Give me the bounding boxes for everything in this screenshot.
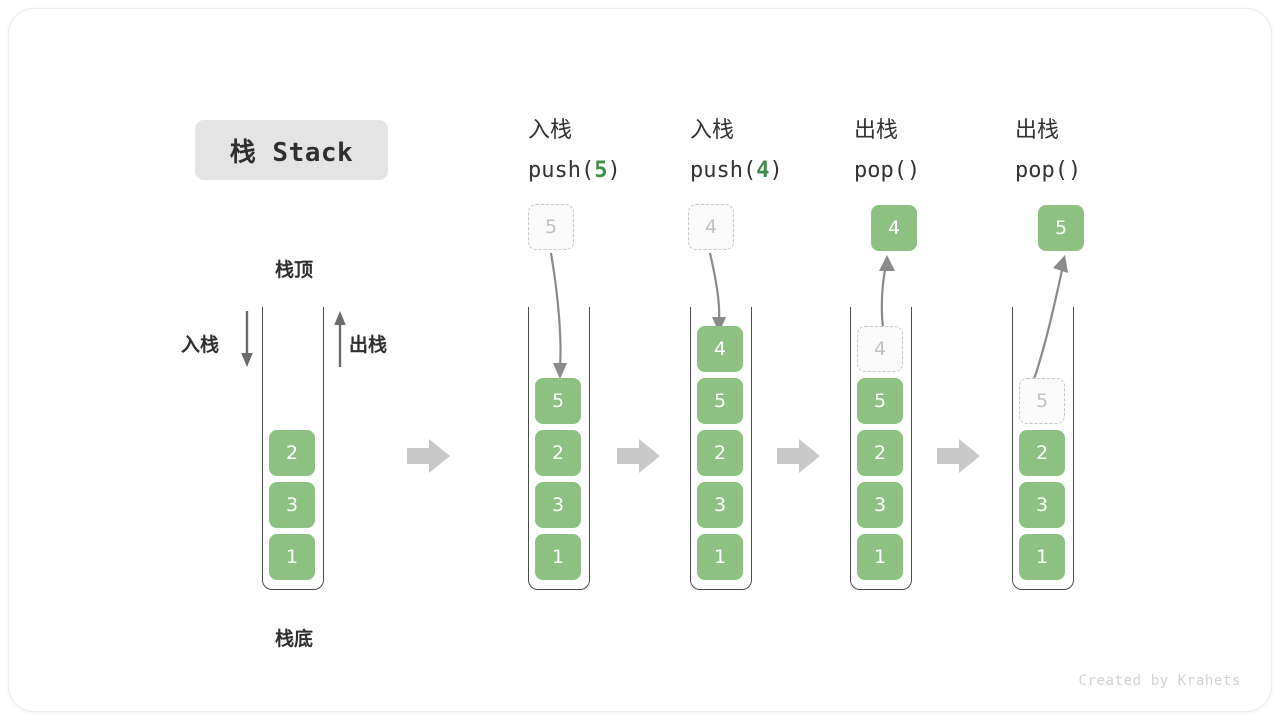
column-head-line2: pop() [1015,151,1081,191]
column-head-line2: push(4) [690,151,783,191]
stack-cell: 5 [535,378,581,424]
floating-cell-ghost: 4 [688,204,734,250]
stack-cell: 4 [697,326,743,372]
stack-cell: 5 [697,378,743,424]
stack-cell: 3 [269,482,315,528]
stack-cells-push-5: 5 2 3 1 [535,378,581,580]
stack-cells-pop-2: 5 2 3 1 [1019,378,1065,580]
stack-cell-ghost: 4 [857,326,903,372]
stack-cell: 1 [535,534,581,580]
stack-cell: 2 [535,430,581,476]
column-head-suffix: ) [607,158,621,183]
stack-cells-pop-1: 4 5 2 3 1 [857,326,903,580]
push-down-arrow-icon [241,311,253,367]
floating-cell-popped: 4 [871,205,917,251]
column-head-line1: 出栈 [854,118,899,143]
diagram-title-label: 栈 Stack [229,137,354,168]
pop-up-arrow-icon [334,311,346,367]
column-head-suffix: ) [769,158,783,183]
push-curve-arrow-icon [549,252,567,379]
pop-curve-arrow-icon [1031,255,1068,383]
stack-cell: 2 [1019,430,1065,476]
column-head-accent: 4 [756,158,770,183]
column-head-line1: 入栈 [690,118,735,143]
stack-cell: 1 [857,534,903,580]
diagram-title-chip: 栈 Stack [195,120,388,180]
flow-arrow-icon [777,439,820,473]
flow-arrow-icon [407,439,450,473]
stack-cell: 2 [857,430,903,476]
stack-cells-initial: 2 3 1 [269,430,315,580]
column-head-prefix: push( [690,158,757,183]
stack-cell: 3 [1019,482,1065,528]
column-head-suffix: ) [1067,158,1082,183]
pop-legend-label: 出栈 [349,334,388,356]
column-head-line1: 出栈 [1015,118,1060,143]
column-head-line1: 入栈 [528,118,573,143]
stack-cell: 2 [269,430,315,476]
stack-cell-ghost: 5 [1019,378,1065,424]
stack-cell: 3 [697,482,743,528]
floating-cell-popped: 5 [1038,205,1084,251]
column-head-suffix: ) [906,158,921,183]
stack-cell: 1 [697,534,743,580]
floating-cell-ghost: 5 [528,204,574,250]
stack-container-pop-2 [1012,307,1074,590]
stack-cells-push-4: 4 5 2 3 1 [697,326,743,580]
stack-cell: 1 [1019,534,1065,580]
stack-container-initial [262,307,324,590]
column-head-line2: push(5) [528,151,621,191]
column-head-line2: pop() [854,151,920,191]
flow-arrow-icon [617,439,660,473]
column-head-prefix: pop( [854,158,907,183]
push-legend-label: 入栈 [181,334,220,356]
stack-cell: 5 [857,378,903,424]
stack-container-pop-1 [850,307,912,590]
stack-container-push-4 [690,307,752,590]
column-head-prefix: push( [528,158,595,183]
column-head-prefix: pop( [1015,158,1068,183]
column-head-accent: 5 [594,158,608,183]
stack-container-push-5 [528,307,590,590]
stack-top-label: 栈顶 [274,259,313,281]
stack-cell: 3 [857,482,903,528]
stack-bottom-label: 栈底 [274,628,313,650]
stack-cell: 2 [697,430,743,476]
diagram-card: 栈 Stack 栈顶 入栈 出栈 2 3 1 栈底 入栈 [8,8,1272,712]
stack-cell: 3 [535,482,581,528]
flow-arrow-icon [937,439,980,473]
footer-credit: Created by Krahets [1078,673,1241,689]
push-curve-arrow-icon [708,252,726,333]
stack-cell: 1 [269,534,315,580]
